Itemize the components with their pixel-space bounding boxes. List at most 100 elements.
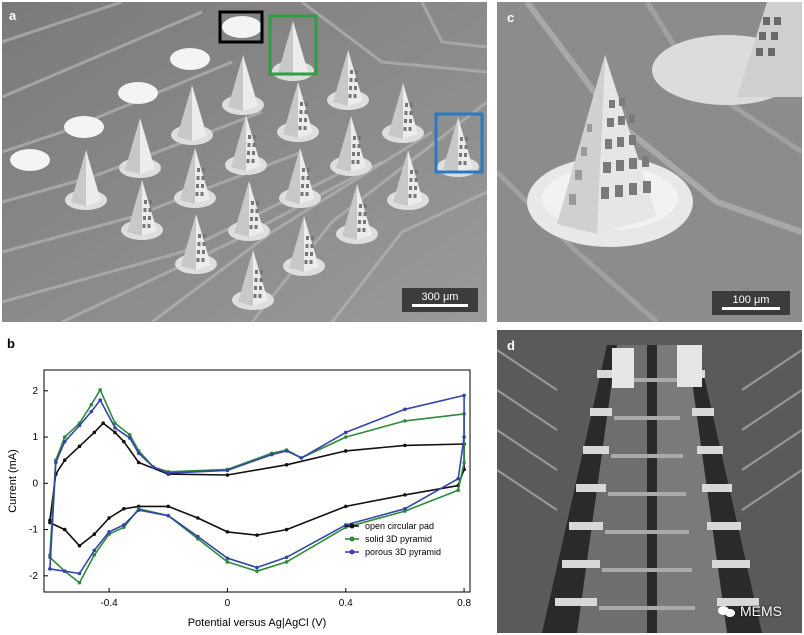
watermark-text: MEMS	[740, 603, 782, 619]
series-0-point-30	[48, 520, 52, 525]
panel-a-label: a	[9, 8, 17, 23]
series-2-point-31	[77, 571, 82, 576]
series-0-point-6	[113, 430, 117, 435]
series-0-point-2	[62, 458, 67, 462]
series-2-point-30	[92, 548, 97, 553]
series-1-point-7	[127, 432, 132, 437]
panel-d-label: d	[507, 338, 515, 353]
series-2-point-13	[284, 449, 289, 453]
x-tick-label-3: 0.8	[457, 598, 471, 609]
series-1-point-16	[403, 419, 407, 423]
series-2-point-27	[136, 508, 141, 512]
series-2-point-17	[462, 393, 466, 398]
series-1-point-5	[98, 388, 103, 392]
panel-c-label: c	[507, 10, 515, 25]
series-1-point-6	[113, 421, 117, 425]
panel-c-scale-text: 100 μm	[732, 294, 770, 306]
series-0-point-26	[107, 516, 111, 520]
series-2-point-12	[269, 452, 274, 457]
series-2-point-29	[107, 530, 111, 534]
series-0-point-4	[92, 430, 97, 435]
series-0-point-22	[196, 516, 200, 520]
series-0-point-5	[101, 421, 105, 425]
legend-marker-0	[349, 523, 355, 529]
series-2-point-7	[127, 436, 132, 440]
series-0-point-19	[284, 527, 289, 532]
series-2-point-26	[166, 513, 171, 518]
series-0-point-13	[403, 443, 407, 448]
series-1-point-4	[89, 402, 94, 407]
series-2-point-33	[48, 567, 52, 571]
y-tick-label-4: 2	[32, 386, 38, 397]
series-0-point-7	[122, 439, 126, 444]
series-2-point-8	[136, 451, 141, 456]
series-2-point-20	[403, 506, 407, 511]
x-axis-label: Potential versus Ag|AgCl (V)	[188, 617, 327, 629]
series-2-point-19	[456, 476, 460, 481]
series-0-point-12	[343, 449, 348, 453]
series-0-point-17	[403, 493, 407, 497]
series-1-point-31	[77, 580, 82, 585]
series-1-point-24	[225, 560, 230, 564]
series-2-point-16	[403, 407, 407, 412]
series-2-point-24	[225, 556, 230, 561]
series-line-2	[49, 394, 465, 575]
series-0-point-10	[225, 473, 230, 477]
series-1-point-18	[462, 460, 466, 465]
plot-frame	[43, 369, 471, 593]
series-2-point-25	[196, 534, 200, 539]
series-1-point-19	[456, 488, 460, 493]
series-0-point-20	[255, 533, 259, 537]
series-2-point-15	[343, 430, 348, 435]
series-0-point-25	[122, 506, 126, 511]
series-0-point-3	[77, 444, 82, 449]
box-green	[268, 14, 318, 76]
series-1-point-22	[284, 560, 289, 564]
sem-array-image	[2, 2, 487, 322]
panel-c-scalebar: 100 μm	[712, 291, 790, 315]
series-2-point-23	[255, 565, 259, 570]
series-0-point-28	[77, 543, 82, 548]
x-tick-label-1: 0	[225, 598, 231, 609]
y-tick-label-0: -2	[29, 571, 38, 582]
series-2-point-22	[284, 555, 289, 560]
series-2-point-14	[299, 456, 304, 460]
series-2-point-6	[113, 426, 117, 430]
panel-a-sem-array: a 300 μm	[2, 2, 487, 322]
panel-b-label: b	[7, 336, 15, 351]
legend-label-0: open circular pad	[365, 521, 434, 531]
series-0-point-8	[136, 460, 141, 465]
series-2-point-28	[122, 523, 126, 527]
series-0-point-29	[62, 527, 67, 532]
series-2-point-1	[54, 460, 58, 465]
wechat-icon	[718, 604, 736, 618]
series-1-point-2	[62, 435, 67, 439]
series-2-point-11	[225, 468, 230, 473]
legend-label-2: porous 3D pyramid	[365, 547, 441, 557]
box-black	[218, 10, 264, 44]
series-2-point-4	[89, 409, 94, 414]
x-tick-label-0: -0.4	[100, 598, 118, 609]
series-1-point-23	[255, 569, 259, 573]
panel-c-sem-closeup: c 100 μm	[497, 2, 802, 322]
legend-marker-1	[349, 536, 355, 542]
x-tick-label-2: 0.4	[339, 598, 353, 609]
series-2-point-2	[62, 439, 67, 444]
series-2-point-9	[151, 465, 156, 469]
y-axis-label: Current (mA)	[7, 449, 19, 513]
box-blue	[434, 112, 484, 174]
legend-label-1: solid 3D pyramid	[365, 534, 432, 544]
sem-closeup-image	[497, 2, 802, 322]
watermark: MEMS	[718, 603, 782, 619]
panel-a-scale-text: 300 μm	[421, 291, 459, 303]
series-0-point-23	[166, 504, 171, 509]
panel-a-scalebar: 300 μm	[402, 288, 478, 312]
series-2-point-3	[77, 423, 82, 428]
series-0-point-18	[343, 504, 348, 509]
panel-d-sem-cross-section: d MEMS	[497, 330, 802, 633]
series-2-point-18	[462, 435, 466, 439]
series-2	[48, 393, 466, 576]
series-0-point-11	[284, 463, 289, 467]
